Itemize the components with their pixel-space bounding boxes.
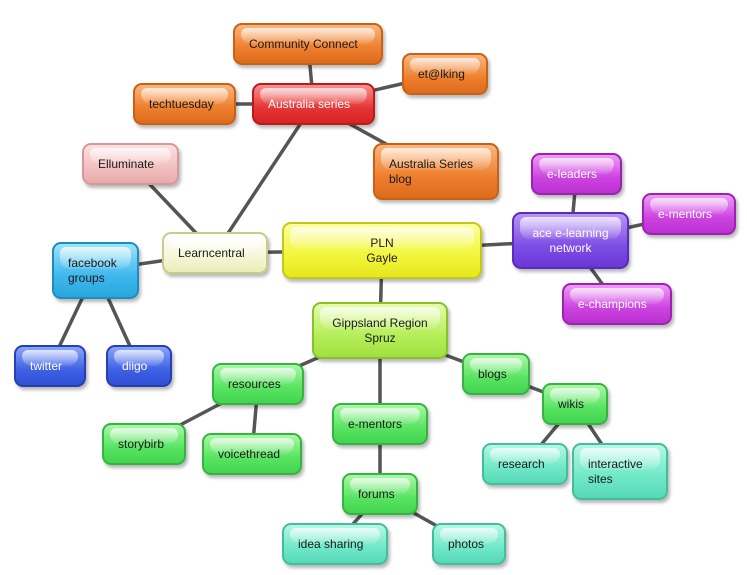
node-e-mentors-green[interactable]: e-mentors (332, 403, 428, 445)
node-learncentral[interactable]: Learncentral (162, 232, 268, 274)
node-e-mentors-purple[interactable]: e-mentors (642, 193, 736, 235)
node-gippsland-region-spruz[interactable]: Gippsland Region Spruz (312, 302, 448, 359)
node-voicethread[interactable]: voicethread (202, 433, 302, 475)
node-diigo[interactable]: diigo (106, 345, 172, 387)
node-label: diigo (122, 358, 148, 373)
node-label-line: interactive (588, 456, 643, 471)
node-label: Gippsland Region Spruz (314, 316, 446, 346)
node-label: ace e-learning network (514, 226, 627, 256)
node-label-line: Gippsland Region (332, 315, 428, 330)
node-label: e-leaders (547, 166, 598, 181)
node-label: idea sharing (298, 536, 364, 551)
node-label: Community Connect (249, 36, 358, 51)
node-label: e-champions (578, 296, 647, 311)
node-label: facebook groups (54, 256, 137, 286)
node-label-line: ace e-learning (532, 225, 609, 240)
node-label: techtuesday (149, 96, 214, 111)
node-label: twitter (30, 358, 63, 373)
node-label: blogs (478, 366, 507, 381)
node-label: forums (358, 486, 395, 501)
node-forums[interactable]: forums (342, 473, 418, 515)
node-facebook-groups[interactable]: facebook groups (52, 242, 139, 299)
node-label: Elluminate (98, 156, 155, 171)
node-label-line: Spruz (364, 330, 396, 345)
node-research[interactable]: research (482, 443, 568, 485)
node-elluminate[interactable]: Elluminate (82, 143, 179, 185)
node-label-line: network (549, 240, 592, 255)
node-community-connect[interactable]: Community Connect (233, 23, 383, 65)
node-australia-series[interactable]: Australia series (252, 83, 375, 125)
node-label: e-mentors (658, 206, 713, 221)
node-twitter[interactable]: twitter (14, 345, 86, 387)
node-idea-sharing[interactable]: idea sharing (282, 523, 388, 565)
node-label: Australia series (268, 96, 351, 111)
node-label: Learncentral (178, 245, 245, 260)
node-label-line: blog (389, 171, 412, 186)
node-label: Australia Series blog (375, 157, 497, 187)
node-label: research (498, 456, 545, 471)
node-interactive-sites[interactable]: interactive sites (572, 443, 668, 500)
connector-australia-series-to-learncentral (213, 102, 316, 255)
node-label: resources (228, 376, 281, 391)
node-e-leaders[interactable]: e-leaders (531, 153, 622, 195)
node-wikis[interactable]: wikis (542, 383, 608, 425)
node-etalking[interactable]: et@lking (402, 53, 488, 95)
node-ace-e-learning-network[interactable]: ace e-learning network (512, 212, 629, 269)
node-label: photos (448, 536, 485, 551)
node-label: interactive sites (574, 457, 666, 487)
node-resources[interactable]: resources (212, 363, 304, 405)
node-label-line: PLN (370, 235, 394, 250)
node-label-line: sites (588, 471, 613, 486)
node-e-champions[interactable]: e-champions (562, 283, 672, 325)
node-label: wikis (558, 396, 584, 411)
node-australia-series-blog[interactable]: Australia Series blog (373, 143, 499, 200)
node-techtuesday[interactable]: techtuesday (133, 83, 236, 125)
node-label: storybirb (118, 436, 165, 451)
node-label-line: groups (68, 270, 105, 285)
node-pln-gayle[interactable]: PLN Gayle (282, 222, 482, 279)
node-blogs[interactable]: blogs (462, 353, 530, 395)
node-label-line: Gayle (366, 250, 398, 265)
node-label: voicethread (218, 446, 281, 461)
node-label: e-mentors (348, 416, 403, 431)
node-storybirb[interactable]: storybirb (102, 423, 186, 465)
node-photos[interactable]: photos (432, 523, 506, 565)
node-label-line: Australia Series (389, 156, 474, 171)
node-label: et@lking (418, 66, 465, 81)
node-label: PLN Gayle (284, 236, 480, 266)
node-label-line: facebook (68, 255, 117, 270)
